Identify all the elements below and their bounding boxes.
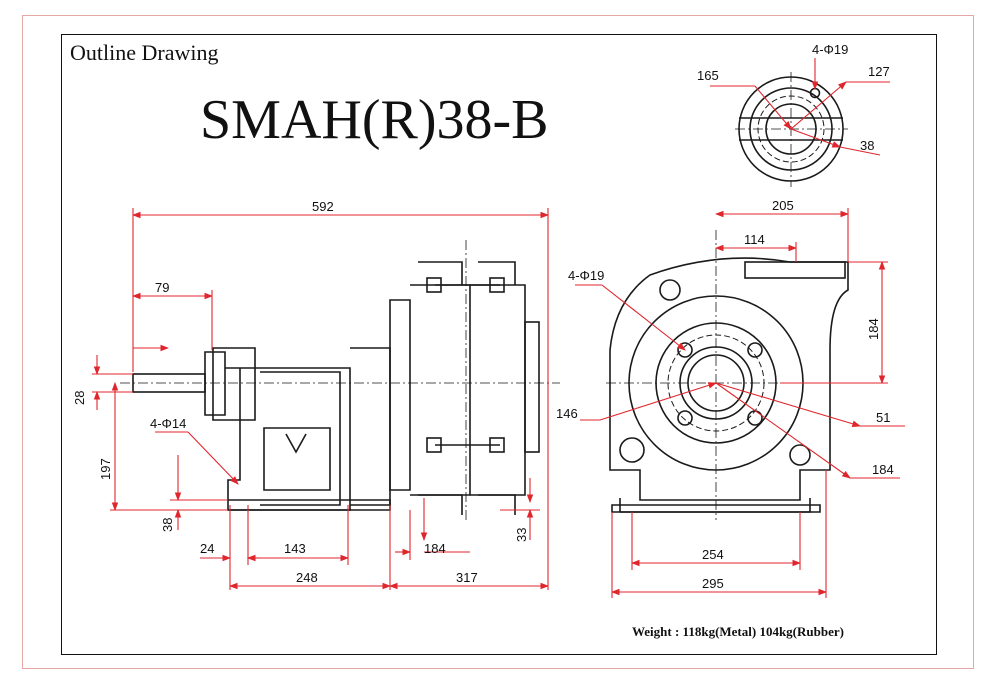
dim-143: 143 [284,541,306,556]
dim-4phi19-mid: 4-Φ19 [568,268,604,283]
dim-4phi14: 4-Φ14 [150,416,186,431]
dim-165: 165 [697,68,719,83]
dim-184-bottom: 184 [424,541,446,556]
dim-114: 114 [744,232,765,247]
model-number: SMAH(R)38-B [200,89,549,151]
dim-127: 127 [868,64,890,79]
dim-146: 146 [556,406,578,421]
dim-79: 79 [155,280,169,295]
dim-28: 28 [72,391,87,405]
dim-38-top: 38 [860,138,874,153]
drawing-title: Outline Drawing [70,40,219,65]
pump-front-view [606,230,849,520]
dim-592: 592 [312,199,334,214]
dim-317: 317 [456,570,478,585]
dim-248: 248 [296,570,318,585]
dim-295: 295 [702,576,724,591]
dim-184-right: 184 [866,318,881,340]
dim-254: 254 [702,547,724,562]
dim-197: 197 [98,458,113,480]
dim-51: 51 [876,410,890,425]
side-view-dims [92,208,550,590]
dim-184-diag: 184 [872,462,894,477]
outer-frame [22,15,974,669]
pump-side-view [120,240,560,520]
front-view-dims [575,208,905,598]
dim-33: 33 [514,528,529,542]
drawing-border [61,34,937,655]
dim-205: 205 [772,198,794,213]
top-flange-dims [710,58,890,156]
dim-38-left: 38 [160,518,175,532]
dim-24: 24 [200,541,214,556]
weight-note: Weight : 118kg(Metal) 104kg(Rubber) [632,624,844,639]
dim-4phi19-top: 4-Φ19 [812,42,848,57]
